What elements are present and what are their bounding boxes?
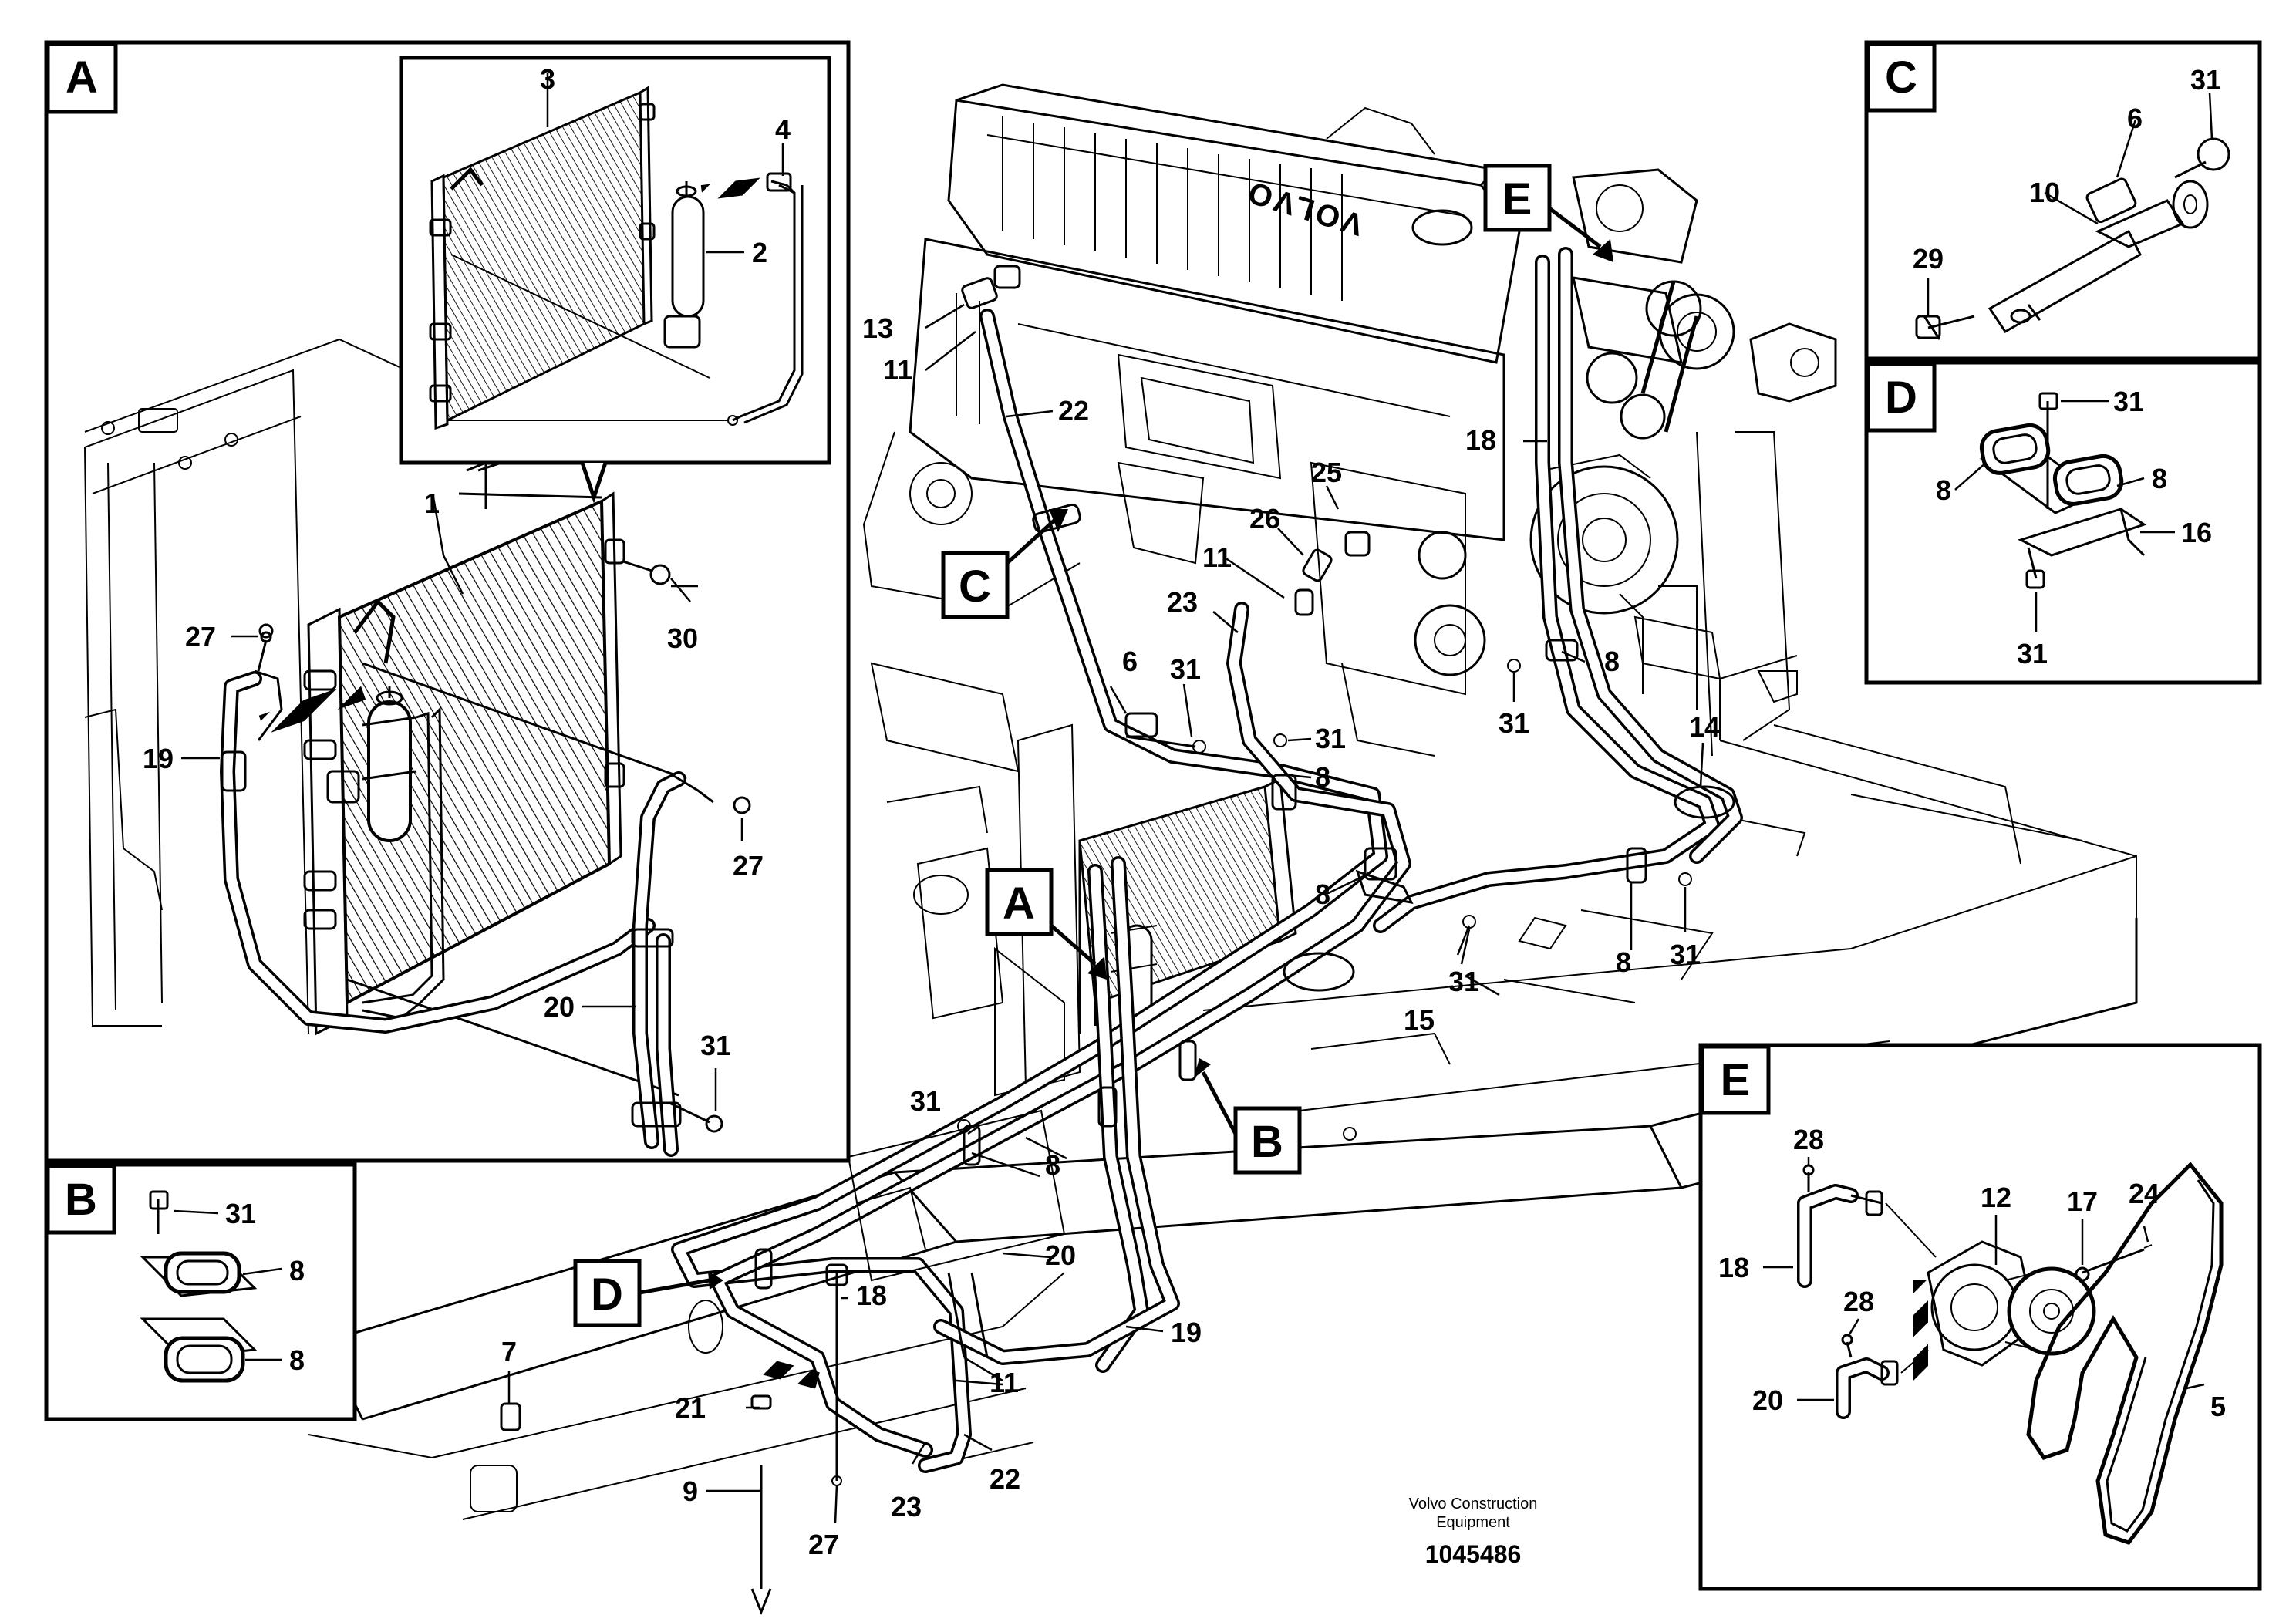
part-label-30: 30 xyxy=(667,622,698,654)
part-label-29: 29 xyxy=(1913,243,1944,275)
part-label-27a: 27 xyxy=(185,621,216,653)
callout-e-letter: E xyxy=(1502,174,1532,224)
part-label-20e: 20 xyxy=(1752,1384,1783,1416)
part-label-31d2: 31 xyxy=(2017,638,2048,669)
part-label-8b1: 8 xyxy=(289,1255,305,1286)
part-label-11b: 11 xyxy=(1202,541,1232,573)
callout-c-letter: C xyxy=(959,561,991,612)
document-number: 1045486 xyxy=(1425,1540,1522,1568)
part-label-6: 6 xyxy=(2127,103,2143,134)
view-e-letter: E xyxy=(1721,1055,1751,1105)
part-label-8m3: 8 xyxy=(1315,878,1330,910)
callout-d-letter: D xyxy=(591,1270,623,1320)
credit-line-1: Volvo Construction xyxy=(1409,1496,1538,1512)
view-c-panel: C xyxy=(1864,40,2262,361)
part-label-20m: 20 xyxy=(1045,1239,1076,1271)
part-label-31m4: 31 xyxy=(1448,966,1479,997)
part-label-8d2: 8 xyxy=(2152,463,2167,494)
view-b-letter: B xyxy=(65,1175,97,1225)
part-label-13: 13 xyxy=(862,312,893,344)
part-label-23a: 23 xyxy=(1167,586,1198,618)
credit-block: Volvo Construction Equipment 1045486 xyxy=(1409,1496,1538,1568)
part-label-11a: 11 xyxy=(883,354,912,386)
part-label-25: 25 xyxy=(1311,457,1342,488)
part-label-8m1: 8 xyxy=(1315,761,1330,793)
view-callouts: C E A B D xyxy=(573,164,1613,1327)
part-label-21: 21 xyxy=(675,1392,706,1424)
part-label-31m1: 31 xyxy=(1170,653,1201,685)
part-label-16: 16 xyxy=(2181,517,2212,548)
part-label-18m2: 18 xyxy=(856,1280,887,1311)
part-label-31m5: 31 xyxy=(1670,939,1701,970)
part-label-6m: 6 xyxy=(1122,646,1138,677)
part-label-11m: 11 xyxy=(990,1367,1019,1398)
part-label-8d1: 8 xyxy=(1936,474,1951,506)
view-c-letter: C xyxy=(1885,52,1917,103)
part-label-15: 15 xyxy=(1404,1004,1435,1036)
part-label-3: 3 xyxy=(540,63,555,95)
part-label-8m5: 8 xyxy=(1045,1149,1060,1181)
part-label-19m: 19 xyxy=(1171,1317,1202,1348)
callout-a-letter: A xyxy=(1003,878,1035,929)
part-label-5: 5 xyxy=(2210,1391,2226,1422)
part-label-23m: 23 xyxy=(891,1491,922,1523)
part-label-22a: 22 xyxy=(1058,395,1089,427)
part-label-28b: 28 xyxy=(1843,1286,1874,1317)
part-label-4: 4 xyxy=(775,113,791,145)
part-label-12: 12 xyxy=(1981,1182,2011,1213)
part-label-10: 10 xyxy=(2029,177,2060,208)
part-label-14: 14 xyxy=(1689,711,1720,743)
part-label-22m: 22 xyxy=(990,1463,1020,1495)
part-label-1: 1 xyxy=(424,487,440,519)
part-label-20a: 20 xyxy=(544,991,575,1023)
part-label-8m4: 8 xyxy=(1616,946,1631,978)
part-label-18e: 18 xyxy=(1718,1252,1749,1283)
view-d-panel: D xyxy=(1864,360,2262,685)
part-label-31d1: 31 xyxy=(2113,386,2144,417)
clamps-fittings xyxy=(500,265,1692,1616)
part-label-7: 7 xyxy=(501,1336,517,1367)
part-labels: 3 4 2 1 30 27 19 27 20 31 31 8 8 31 6 10… xyxy=(143,63,2226,1560)
part-label-27m: 27 xyxy=(808,1529,839,1560)
view-b-panel: B xyxy=(44,1162,357,1421)
view-e-panel: E xyxy=(1698,1043,2262,1591)
part-label-8m2: 8 xyxy=(1604,646,1620,677)
part-label-8b2: 8 xyxy=(289,1344,305,1376)
part-label-9: 9 xyxy=(683,1475,698,1507)
view-a-letter: A xyxy=(66,52,98,103)
view-d-letter: D xyxy=(1885,373,1917,423)
part-label-17: 17 xyxy=(2067,1185,2098,1217)
part-label-27b: 27 xyxy=(733,850,764,882)
part-label-24: 24 xyxy=(2129,1178,2159,1209)
engine-brand-text: VOLVO xyxy=(1242,174,1367,241)
part-label-2: 2 xyxy=(752,237,767,268)
leader-lines xyxy=(173,73,2213,1524)
part-label-28a: 28 xyxy=(1793,1124,1824,1155)
part-label-31m3: 31 xyxy=(1499,707,1529,739)
engine-block: VOLVO xyxy=(862,83,1837,773)
part-label-31a: 31 xyxy=(700,1030,731,1061)
credit-line-2: Equipment xyxy=(1436,1514,1510,1531)
part-label-18m: 18 xyxy=(1465,424,1496,456)
part-label-31b: 31 xyxy=(225,1198,256,1229)
view-a-panel: A xyxy=(44,40,851,1163)
refrigerant-hoses xyxy=(671,247,1743,1473)
part-label-26: 26 xyxy=(1249,503,1280,534)
part-label-19a: 19 xyxy=(143,743,174,774)
part-label-31m2: 31 xyxy=(1315,723,1346,754)
part-label-31m6: 31 xyxy=(910,1085,941,1117)
part-label-31c: 31 xyxy=(2190,64,2221,96)
callout-b-letter: B xyxy=(1251,1117,1283,1167)
